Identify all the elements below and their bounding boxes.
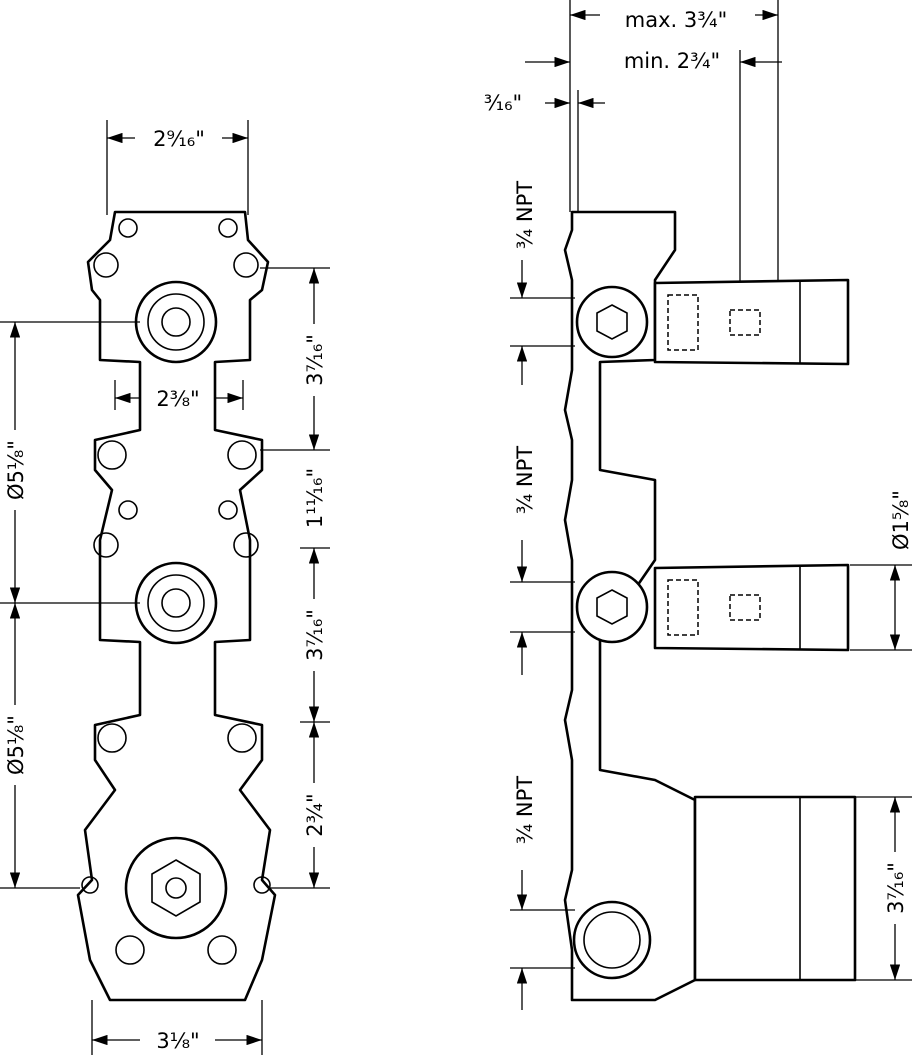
spacing-1-label: 3⁷⁄₁₆" (303, 334, 327, 386)
diameter-1-label: Ø5¹⁄₈" (4, 440, 28, 500)
front-view (76, 210, 277, 1002)
min-depth-label: min. 2³⁄₄" (624, 49, 720, 73)
side-dimensions (510, 0, 912, 1010)
spacing-4-label: 2³⁄₄" (303, 793, 327, 836)
offset-label: ³⁄₁₆" (484, 91, 522, 115)
diameter-2-label: Ø5¹⁄₈" (4, 715, 28, 775)
width-mid-label: 2³⁄₈" (156, 387, 199, 411)
width-bottom-label: 3¹⁄₈" (156, 1029, 199, 1053)
max-depth-label: max. 3³⁄₄" (625, 8, 727, 32)
side-view (563, 210, 857, 1002)
trim-diameter-label: Ø1⁵⁄₈" (889, 490, 913, 550)
width-top-label: 2⁹⁄₁₆" (153, 127, 205, 151)
port-3-label: ³⁄₄ NPT (513, 776, 537, 844)
port-1-label: ³⁄₄ NPT (513, 181, 537, 249)
body-height-label: 3⁷⁄₁₆" (884, 862, 908, 914)
labels: 2⁹⁄₁₆" 2³⁄₈" 3⁷⁄₁₆" 1¹¹⁄₁₆" 3⁷⁄₁₆" 2³⁄₄"… (3, 8, 913, 1053)
spacing-3-label: 3⁷⁄₁₆" (303, 609, 327, 661)
port-2-label: ³⁄₄ NPT (513, 446, 537, 514)
spacing-2-label: 1¹¹⁄₁₆" (303, 468, 327, 528)
